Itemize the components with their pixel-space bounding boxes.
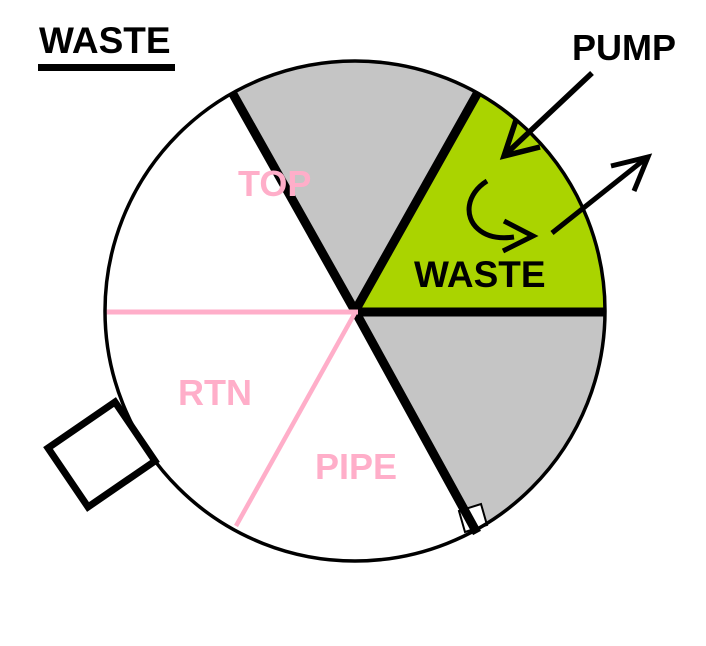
recirculate-arrow-head — [501, 218, 539, 254]
sector-label-top: TOP — [238, 163, 311, 204]
divider-upper-right — [351, 91, 481, 314]
divider-upper-left — [229, 91, 359, 314]
sector-label-rtn: RTN — [178, 372, 252, 413]
page-title-underline — [38, 64, 175, 71]
valve-circle-outline — [103, 59, 607, 563]
pump-arrow-head — [499, 119, 541, 160]
sector-label-waste: WASTE — [414, 254, 546, 295]
divider-lower-left-pink — [234, 309, 358, 528]
outflow-arrow-shaft — [550, 157, 647, 235]
divider-lower-right — [351, 308, 481, 536]
recirculate-arrow-curve — [466, 178, 515, 241]
inlet-port-square — [43, 397, 160, 512]
sector-label-pipe: PIPE — [315, 446, 397, 487]
sector-top-gray — [233, 62, 477, 312]
page-title: WASTE — [39, 20, 171, 61]
pump-label: PUMP — [572, 27, 676, 68]
pump-arrow-shaft — [506, 70, 594, 155]
outflow-arrow-head — [610, 153, 653, 192]
